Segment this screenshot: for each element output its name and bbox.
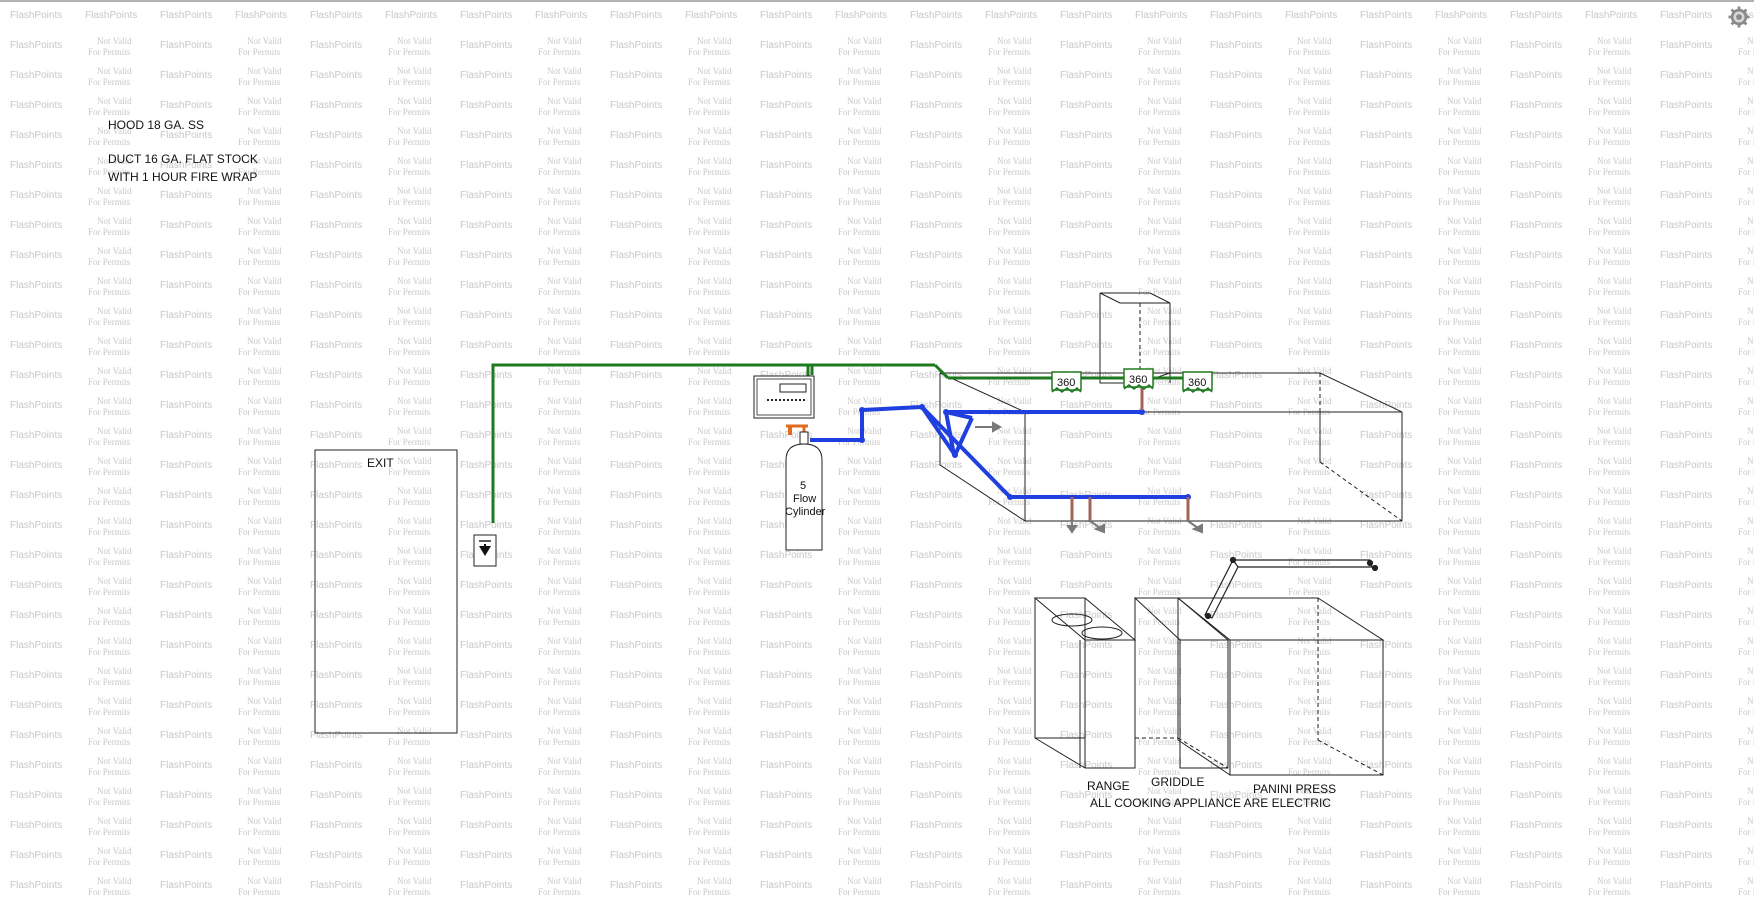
hood-hidden-lines bbox=[1319, 412, 1326, 466]
gear-icon[interactable] bbox=[1726, 4, 1752, 30]
exit-label: EXIT bbox=[367, 456, 394, 470]
griddle-label: GRIDDLE bbox=[1151, 775, 1204, 789]
agent-cylinder bbox=[785, 431, 823, 551]
hood-spec: HOOD 18 GA. SS bbox=[108, 118, 205, 132]
detector-label: 360 bbox=[1129, 374, 1147, 386]
cylinder-label-type: Flow bbox=[793, 493, 816, 505]
cylinder-label-unit: Cylinder bbox=[785, 506, 826, 518]
cylinder-label-size: 5 bbox=[800, 480, 806, 492]
detector-labels: 360 360 360 bbox=[1057, 374, 1206, 389]
duct-spec-line1: DUCT 16 GA. FLAT STOCK bbox=[108, 152, 258, 166]
nozzles bbox=[975, 421, 1203, 534]
panini-press-appliance bbox=[1176, 597, 1385, 776]
detector-label: 360 bbox=[1188, 377, 1206, 389]
manual-pull-station-icon[interactable] bbox=[473, 534, 497, 567]
exit-door bbox=[314, 449, 458, 734]
agent-pipe bbox=[810, 405, 1188, 499]
detection-line bbox=[491, 363, 1200, 523]
heat-detector-1 bbox=[1051, 371, 1082, 393]
range-appliance bbox=[1033, 597, 1137, 769]
detector-label: 360 bbox=[1057, 377, 1075, 389]
control-panel-icon bbox=[753, 375, 815, 419]
heat-detector-3 bbox=[1182, 371, 1213, 393]
duct-spec-line2: WITH 1 HOUR FIRE WRAP bbox=[108, 170, 258, 184]
range-label: RANGE bbox=[1087, 779, 1130, 793]
panini-press-handle bbox=[1204, 556, 1379, 620]
heat-detector-2 bbox=[1123, 368, 1154, 390]
nozzle-drops bbox=[1070, 380, 1190, 521]
panini-press-label: PANINI PRESS bbox=[1253, 782, 1336, 796]
electric-note: ALL COOKING APPLIANCE ARE ELECTRIC bbox=[1090, 796, 1331, 810]
